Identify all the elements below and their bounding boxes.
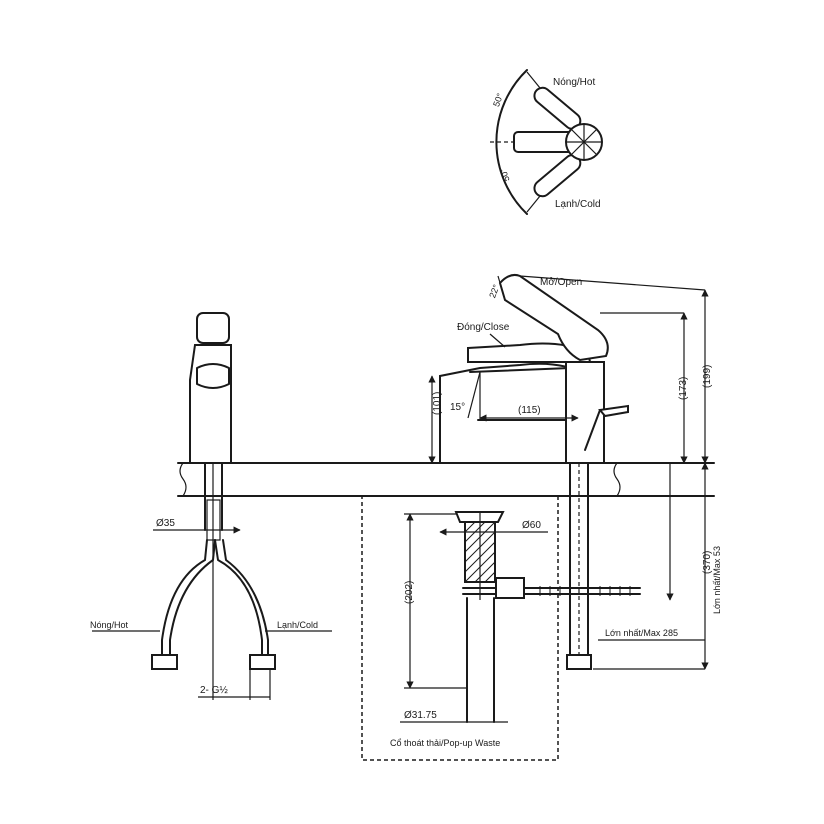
angle-cold-label: 50° bbox=[498, 166, 512, 183]
max-53-label: Lớn nhất/Max 53 bbox=[712, 546, 722, 614]
spout-height-label: (101) bbox=[432, 392, 443, 415]
cold-label-front: Lạnh/Cold bbox=[277, 620, 318, 630]
thread-label: 2- G½ bbox=[200, 685, 228, 696]
close-label: Đóng/Close bbox=[457, 322, 510, 333]
side-body bbox=[565, 361, 605, 464]
popup-waste-box: Ø60 (202) Ø31.75 Cổ thoát thải/Pop-up Wa… bbox=[361, 495, 559, 761]
waste-caption: Cổ thoát thải/Pop-up Waste bbox=[390, 738, 500, 748]
open-label: Mở/Open bbox=[540, 276, 582, 288]
hot-label-front: Nóng/Hot bbox=[90, 620, 129, 630]
handle-rotation-diagram: Nóng/Hot Lạnh/Cold 50° 50° bbox=[490, 69, 603, 215]
height-173-label: (173) bbox=[678, 377, 689, 400]
spout-angle-label: 15° bbox=[450, 402, 465, 413]
hose-nut-cold bbox=[249, 654, 276, 670]
front-handle-top bbox=[196, 312, 230, 344]
hose-nut-hot bbox=[151, 654, 178, 670]
cold-label-top: Lạnh/Cold bbox=[555, 199, 601, 210]
lever-open bbox=[498, 273, 609, 362]
spout-reach-label: (115) bbox=[518, 405, 541, 416]
hot-label-top: Nóng/Hot bbox=[553, 77, 595, 88]
waste-length-label: (202) bbox=[404, 581, 415, 604]
faucet-side-view: 15° (115) (101) 22° Mở/Open Đóng/Close (… bbox=[428, 273, 722, 670]
shank-dia-label: Ø35 bbox=[156, 518, 175, 529]
waste-tail-dia-label: Ø31.75 bbox=[404, 710, 437, 721]
height-199-label: (199) bbox=[702, 365, 713, 388]
rotation-arc bbox=[495, 69, 528, 215]
hose-hot bbox=[161, 539, 208, 656]
angle-hot-label: 50° bbox=[491, 91, 505, 108]
hose-cold bbox=[214, 539, 263, 656]
max-285-label: Lớn nhất/Max 285 bbox=[605, 628, 678, 638]
faucet-front-view: Ø35 Nóng/Hot Lạnh/Cold 2- G½ bbox=[90, 312, 332, 700]
lever-angle-label: 22° bbox=[487, 283, 501, 300]
height-370-label: (370) bbox=[702, 551, 713, 574]
countertop bbox=[177, 462, 715, 497]
front-body bbox=[189, 344, 232, 464]
waste-top-dia-label: Ø60 bbox=[522, 520, 541, 531]
